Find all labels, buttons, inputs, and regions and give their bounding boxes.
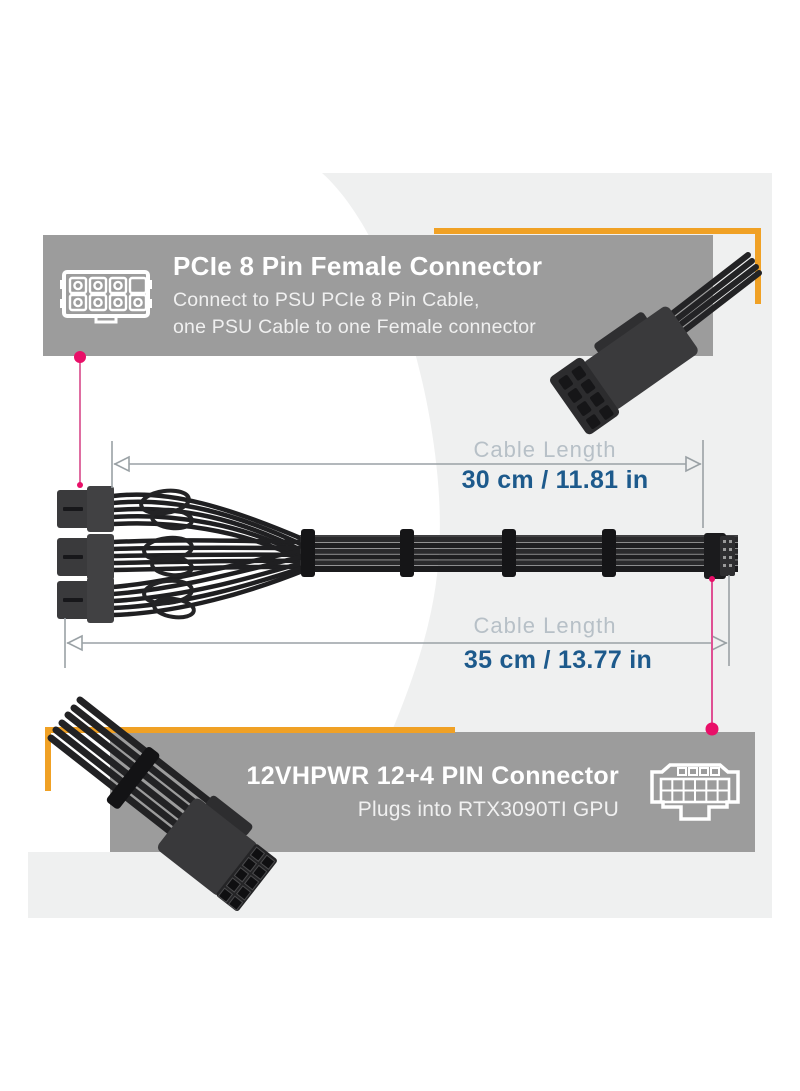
cable-length-value-top: 30 cm / 11.81 in xyxy=(461,466,649,494)
dimension-line-top xyxy=(111,440,704,528)
top-banner: PCIe 8 Pin Female Connector Connect to P… xyxy=(43,235,713,356)
12vhpwr-connector-icon xyxy=(650,763,740,821)
cable-combs xyxy=(301,529,616,577)
bottom-banner-title: 12VHPWR 12+4 PIN Connector xyxy=(246,761,619,790)
gpu-12vhpwr-cable-photo xyxy=(47,696,277,912)
callout-line-right xyxy=(705,576,719,736)
orange-accent-bottom-left xyxy=(45,727,455,791)
bottom-banner-subtitle: Plugs into RTX3090TI GPU xyxy=(357,797,619,821)
bottom-banner-text: 12VHPWR 12+4 PIN Connector Plugs into RT… xyxy=(247,762,620,823)
cable-length-label-bottom: Cable Length xyxy=(473,613,617,638)
top-banner-text: PCIe 8 Pin Female Connector Connect to P… xyxy=(173,251,542,341)
pcie-connector-1 xyxy=(57,486,114,532)
top-banner-subtitle-line1: Connect to PSU PCIe 8 Pin Cable, xyxy=(173,288,480,311)
pcie-connector-3 xyxy=(57,577,114,623)
ribbon-end-connector xyxy=(704,533,735,579)
main-cable-photo xyxy=(57,486,738,623)
cable-length-value-bottom: 35 cm / 13.77 in xyxy=(463,646,653,674)
callout-line-left xyxy=(74,351,86,488)
top-banner-subtitle-line2: one PSU Cable to one Female connector xyxy=(173,315,536,338)
pcie-8pin-cable-photo xyxy=(550,252,762,435)
bottom-banner: 12VHPWR 12+4 PIN Connector Plugs into RT… xyxy=(110,732,755,852)
pcie-connector-2 xyxy=(57,534,114,580)
top-banner-title: PCIe 8 Pin Female Connector xyxy=(173,250,543,281)
pcie-8pin-connector-icon xyxy=(60,269,152,323)
top-banner-bg xyxy=(43,235,713,356)
cable-length-label-top: Cable Length xyxy=(473,437,617,462)
cable-ribbon xyxy=(300,535,738,572)
